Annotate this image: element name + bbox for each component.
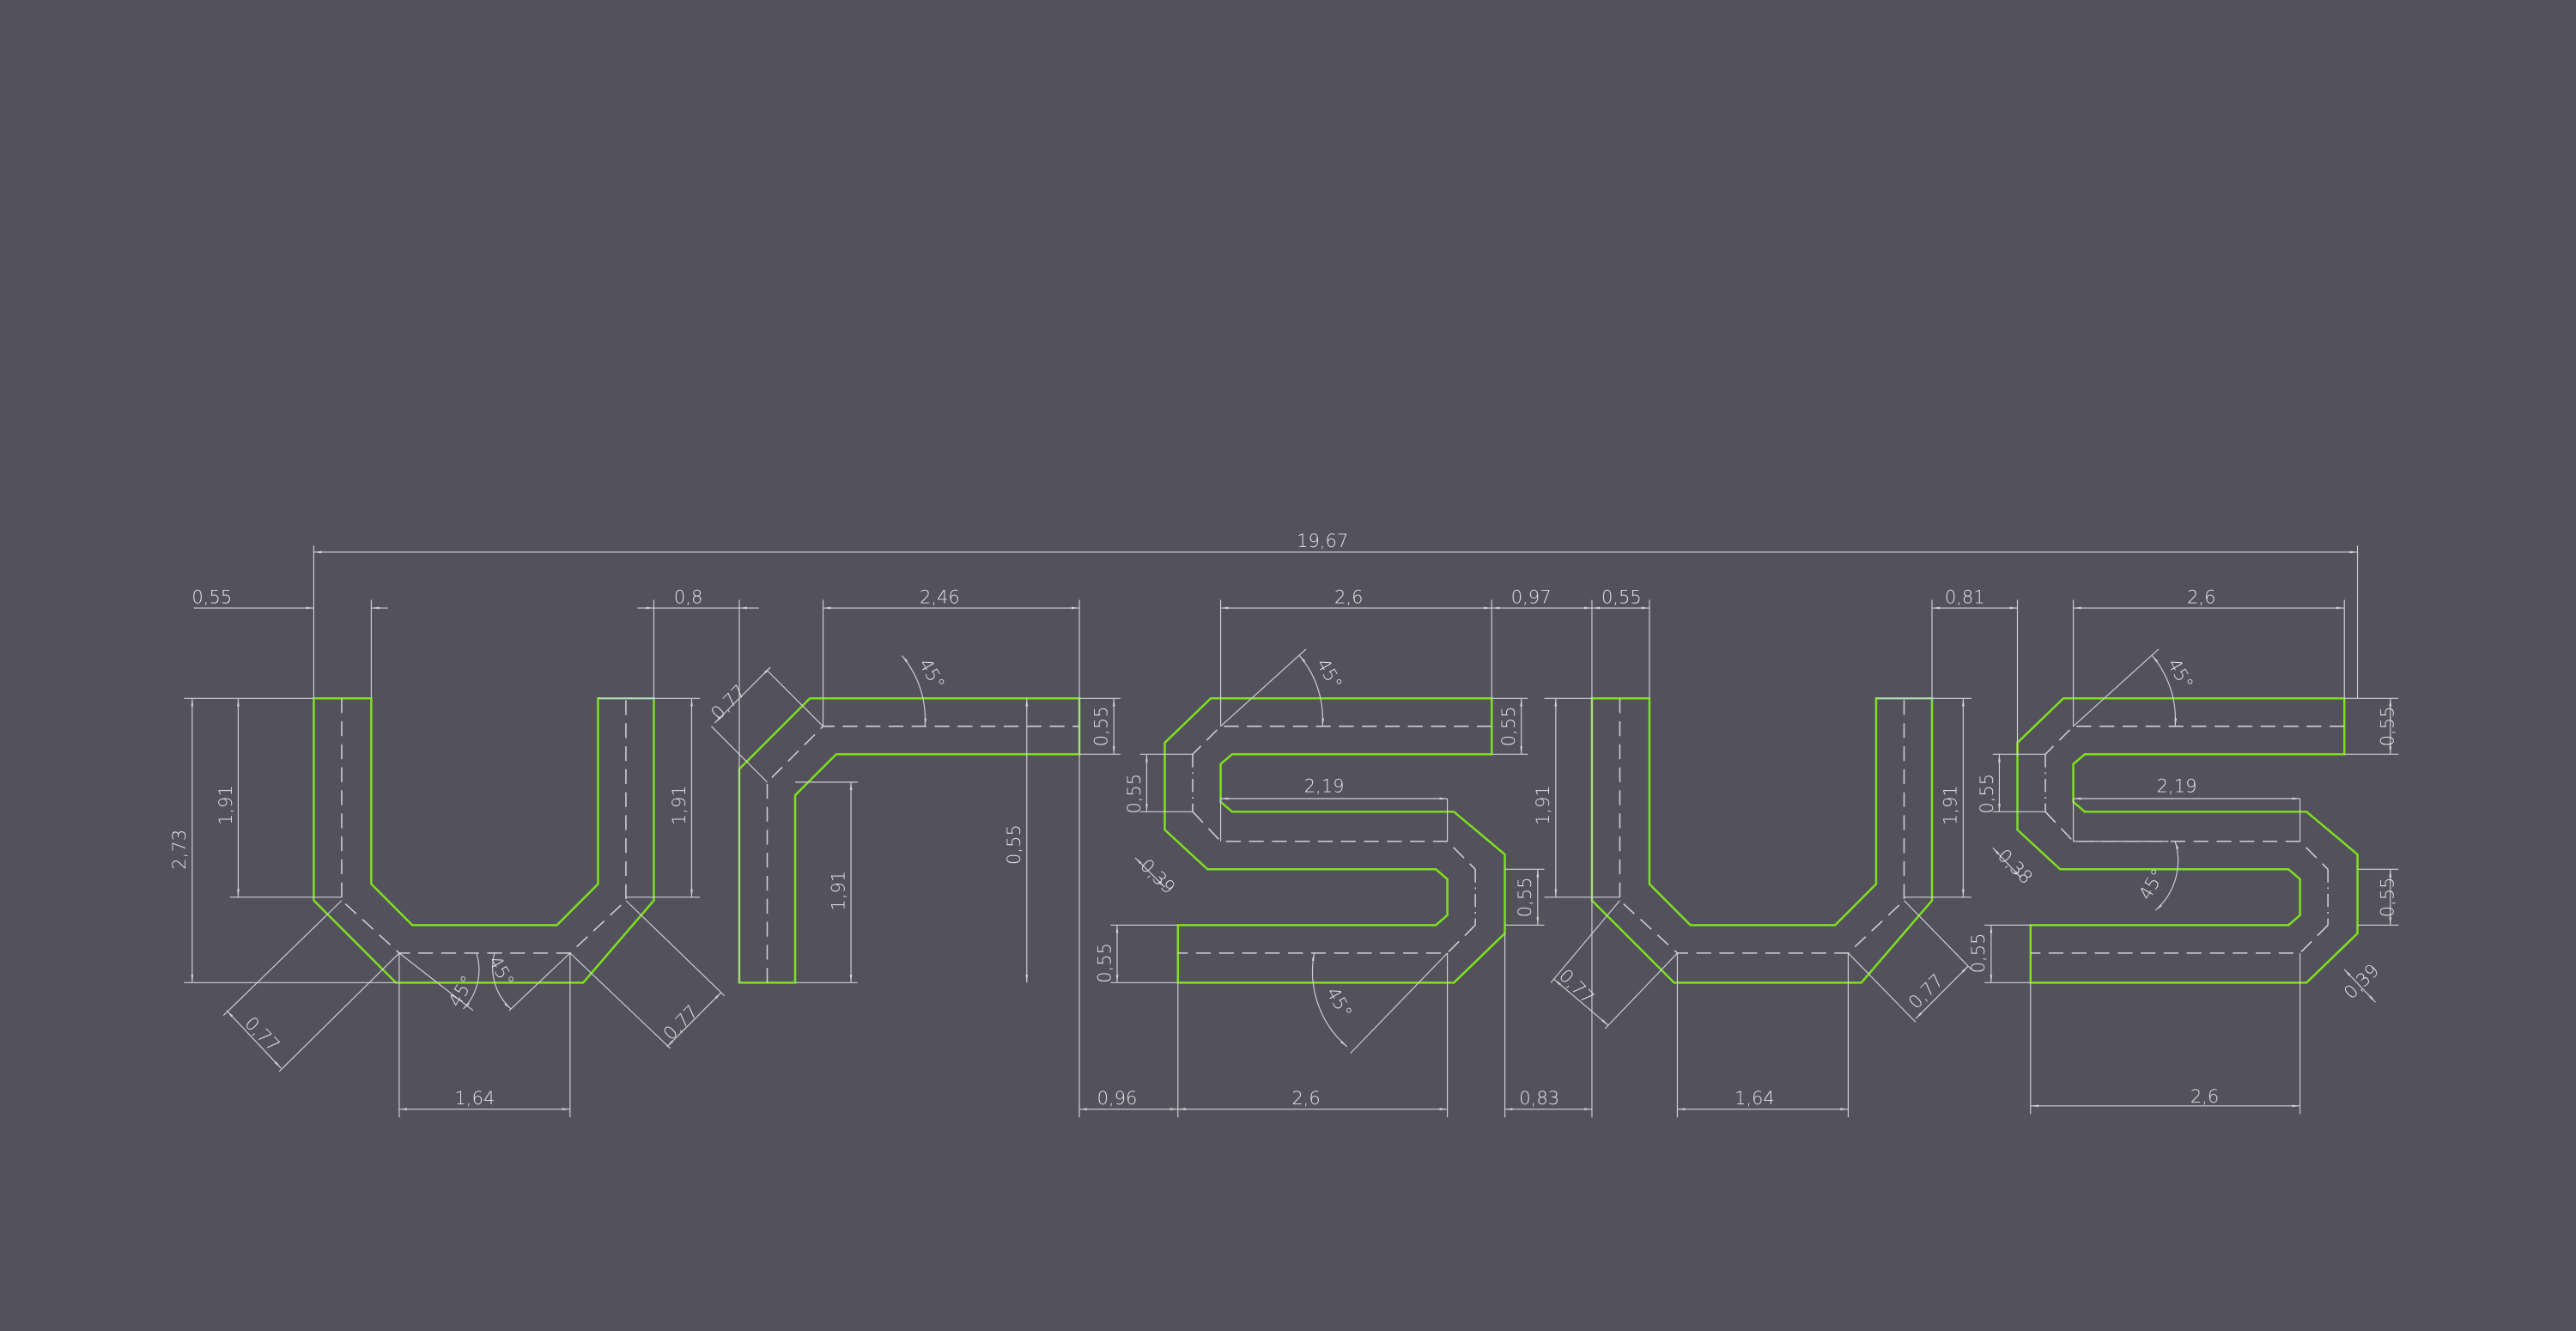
dim-label: 1,91	[668, 785, 690, 825]
dim-label: 0,55	[1967, 933, 1989, 973]
dim-label: 2,46	[920, 586, 960, 607]
dim-label: 2,6	[2190, 1085, 2219, 1107]
dim-label: 0,39	[2339, 959, 2383, 1003]
dim-label: 45°	[2164, 654, 2198, 693]
dim-label: 0,77	[240, 1012, 284, 1056]
dim-label: 0,55	[1123, 774, 1145, 814]
dim-label: 0,96	[1097, 1087, 1138, 1109]
dim-label: 0,55	[1498, 706, 1519, 746]
letter-u-2	[1590, 697, 1934, 984]
dim-label: 0,55	[1093, 943, 1115, 983]
dim-label: 1,91	[1532, 785, 1553, 825]
dim-label: 45°	[444, 972, 478, 1011]
dim-label: 0,39	[1136, 854, 1180, 898]
dim-label: 1,91	[1940, 785, 1961, 825]
dim-label: 0,55	[1601, 586, 1642, 607]
dim-label: 2,6	[1291, 1087, 1320, 1109]
letter-s-1	[1163, 697, 1506, 984]
letter-s-2	[2016, 697, 2359, 984]
dim-label: 1,64	[455, 1087, 495, 1109]
dim-label: 0,81	[1945, 586, 1985, 607]
dim-label: 1,91	[827, 871, 848, 911]
dim-label: 0,55	[1091, 706, 1112, 746]
dim-label: 0,55	[2377, 877, 2398, 917]
dim-label: 0,77	[1904, 969, 1947, 1013]
dim-label: 0,38	[1994, 844, 2038, 888]
dim-label: 1,91	[215, 785, 236, 825]
dim-label: 0,55	[1976, 774, 1997, 814]
dim-label: 45°	[2134, 865, 2168, 903]
dim-label: 0,55	[2377, 706, 2398, 746]
dim-label: 1,64	[1735, 1087, 1775, 1109]
dim-label: 0,97	[1511, 586, 1552, 607]
dim-label: 45°	[484, 952, 519, 991]
dim-label: 2,73	[168, 830, 190, 870]
dimension-lines	[191, 550, 2392, 1111]
dim-overall-width: 19,67	[1297, 530, 1348, 551]
dim-label: 2,6	[1334, 586, 1363, 607]
dim-label: 0,55	[1003, 824, 1024, 865]
letter-u-1	[313, 697, 655, 984]
dim-label: 0,8	[674, 586, 702, 607]
extension-lines	[184, 545, 2399, 1118]
dimension-labels: 19,67 0,55 0,8 2,46 2,6 0,97 0,55 0,81 2…	[168, 530, 2397, 1109]
dim-label: 0,77	[659, 1000, 702, 1044]
dim-label: 0,55	[191, 586, 232, 607]
dim-label: 2,19	[1304, 775, 1345, 796]
letter-r	[738, 697, 1081, 984]
dim-label: 2,6	[2187, 586, 2215, 607]
dim-label: 2,19	[2157, 775, 2197, 796]
dim-label: 0,55	[1514, 877, 1535, 917]
dim-label: 0,83	[1519, 1087, 1559, 1109]
dim-label: 45°	[1322, 983, 1357, 1022]
dim-label: 0,77	[707, 680, 750, 724]
